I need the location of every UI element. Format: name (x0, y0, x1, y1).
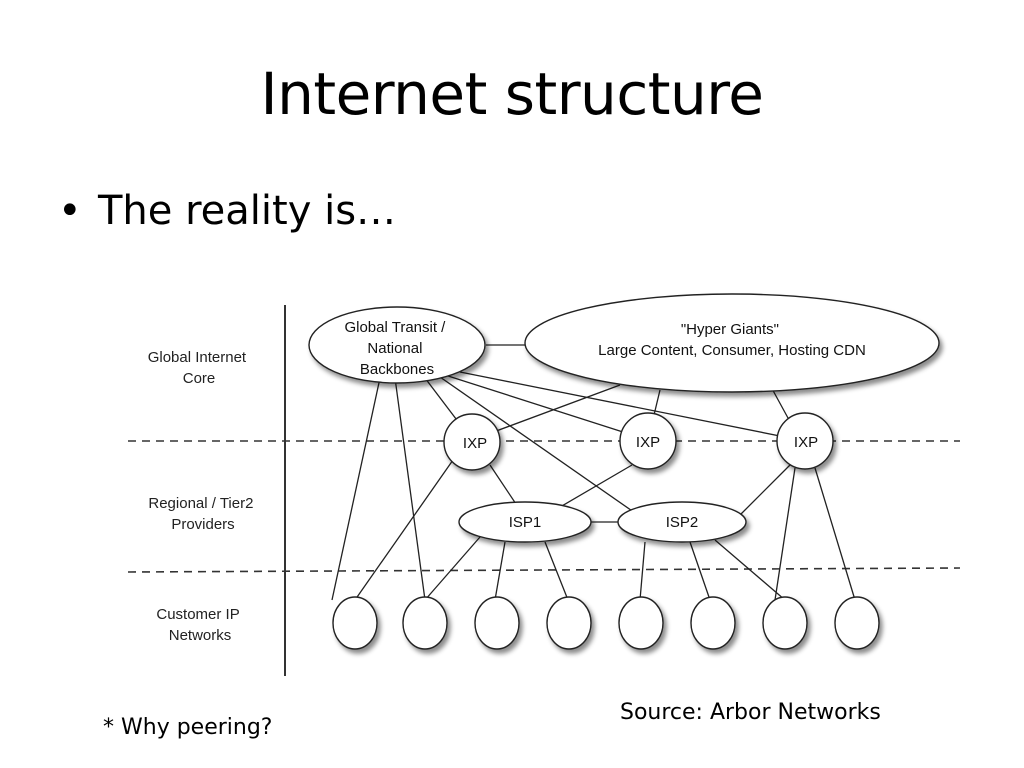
hyper-giants-node (524, 293, 940, 393)
ixp-node (619, 412, 677, 470)
bullet-text: The reality is… (98, 188, 397, 234)
customer-network-node (618, 596, 664, 650)
isp1-label: ISP1 (509, 514, 542, 531)
global-transit-node (308, 306, 486, 384)
layer-divider-lower (127, 567, 961, 573)
customer-network-node (474, 596, 520, 650)
layer-label-core: Global Internet Core (148, 349, 251, 387)
ixp-label: IXP (463, 435, 487, 452)
customer-network-node (834, 596, 880, 650)
isp1-node (458, 501, 592, 543)
ixp-node (776, 412, 834, 470)
slide-title: Internet structure (260, 60, 764, 128)
ixp-node (443, 413, 501, 471)
customer-network-node (332, 596, 378, 650)
footnote: * Why peering? (103, 715, 273, 740)
bullet-item: • The reality is… (58, 188, 396, 234)
ixp-label: IXP (636, 434, 660, 451)
hyper-giants-label: "Hyper Giants" Large Content, Consumer, … (598, 321, 866, 359)
bullet-marker: • (58, 188, 82, 234)
customer-network-node (402, 596, 448, 650)
customer-network-node (690, 596, 736, 650)
layer-label-customer: Customer IP Networks (156, 606, 243, 644)
layer-label-regional: Regional / Tier2 Providers (148, 495, 257, 533)
connection-lines (331, 344, 856, 601)
customer-network-node (546, 596, 592, 650)
global-transit-label: Global Transit / National Backbones (344, 319, 449, 378)
source-caption: Source: Arbor Networks (620, 700, 881, 725)
customer-networks (332, 596, 880, 650)
ixp-label: IXP (794, 434, 818, 451)
isp2-node (617, 501, 747, 543)
customer-network-node (762, 596, 808, 650)
isp2-label: ISP2 (666, 514, 699, 531)
